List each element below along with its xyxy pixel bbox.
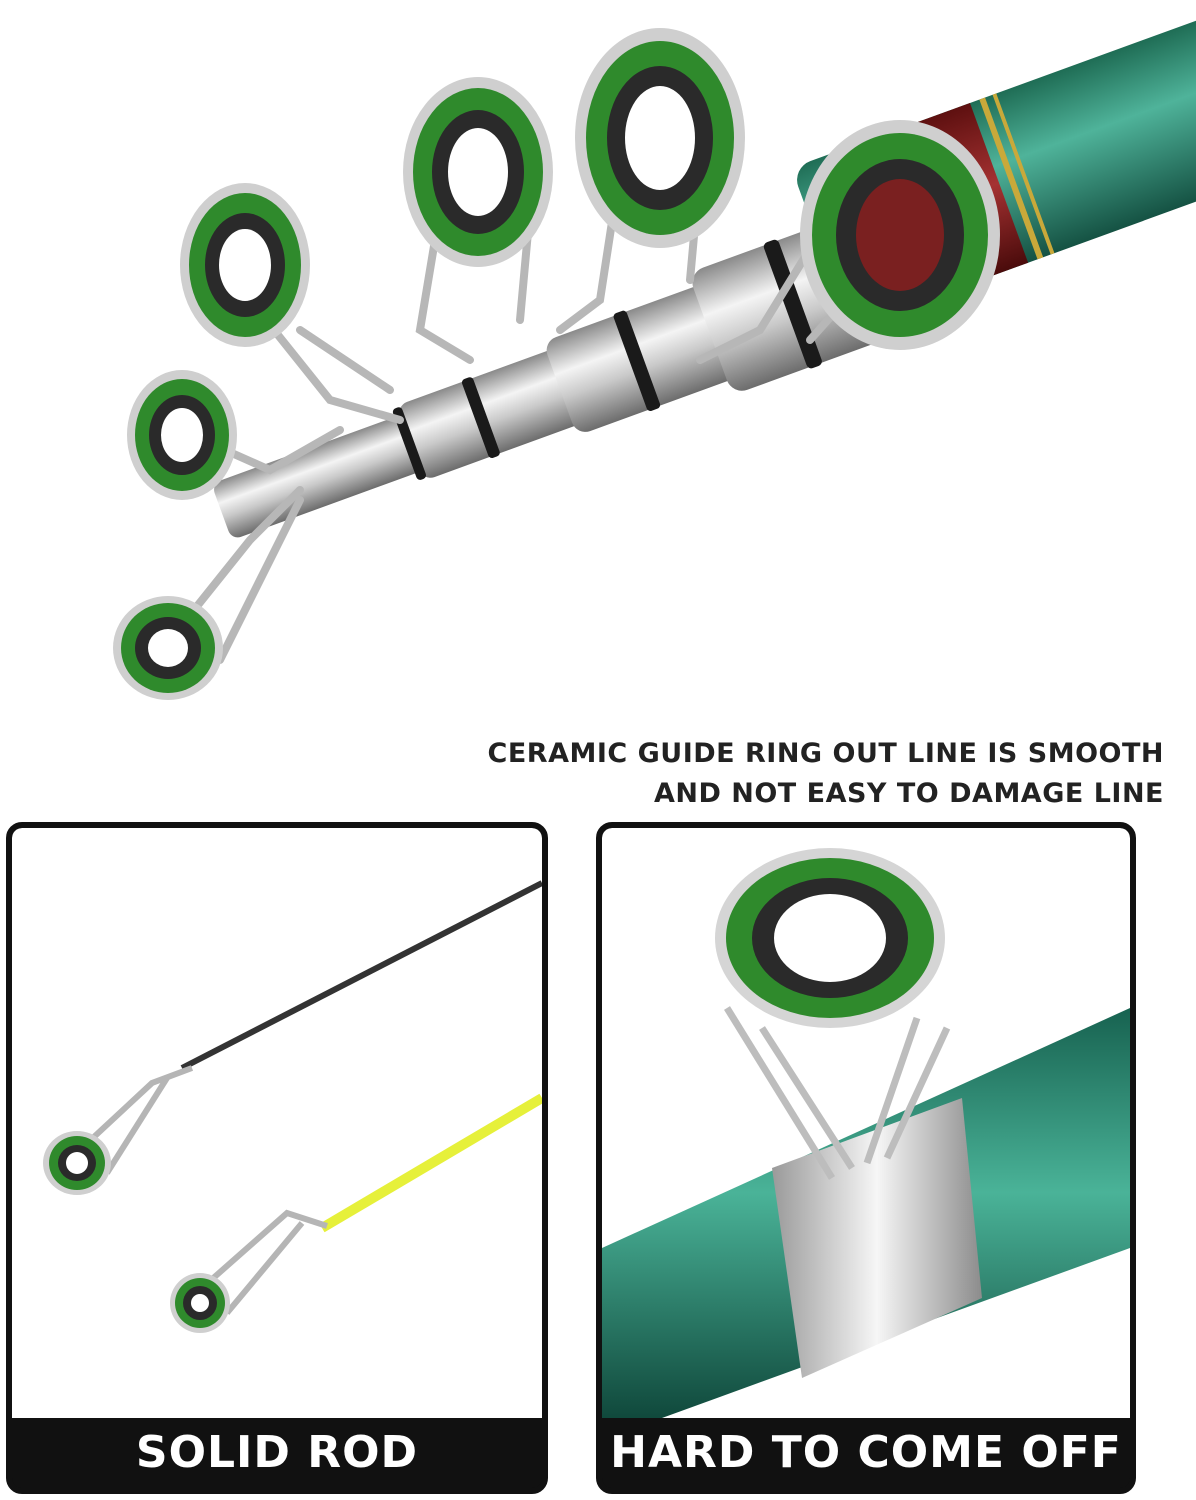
- headline-line-1: CERAMIC GUIDE RING OUT LINE IS SMOOTH: [487, 738, 1164, 769]
- panel-solid-rod: SOLID ROD: [6, 822, 548, 1494]
- panel-hard-to-come-off: HARD TO COME OFF: [596, 822, 1136, 1494]
- headline-line-2: AND NOT EASY TO DAMAGE LINE: [653, 778, 1164, 809]
- hard-to-come-off-caption: HARD TO COME OFF: [610, 1426, 1122, 1478]
- headline: CERAMIC GUIDE RING OUT LINE IS SMOOTH AN…: [404, 734, 1164, 814]
- guide-closeup-image: [602, 828, 1130, 1418]
- solid-rod-caption: SOLID ROD: [135, 1426, 419, 1478]
- hero-rod-image: [0, 0, 1196, 730]
- solid-rod-image: [12, 828, 542, 1418]
